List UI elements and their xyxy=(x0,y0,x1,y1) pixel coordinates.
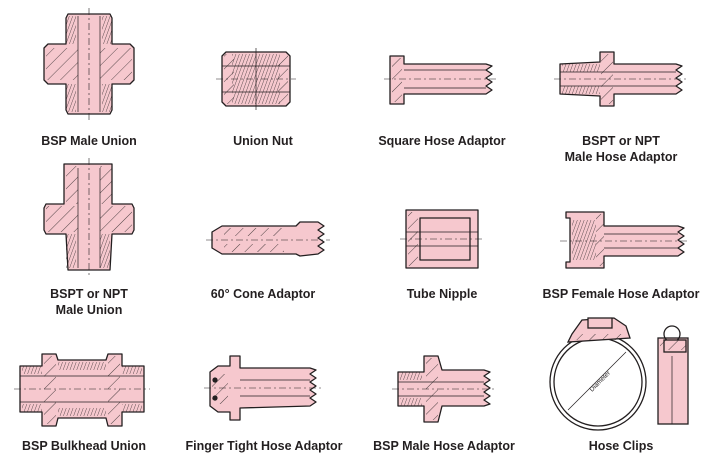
finger-tight-hose-adaptor-drawing xyxy=(204,355,322,421)
caption-bsp-male-union: BSP Male Union xyxy=(41,134,137,148)
bsp-bulkhead-union-drawing xyxy=(14,353,150,427)
caption-union-nut: Union Nut xyxy=(233,134,293,148)
bsp-male-hose-adaptor-drawing xyxy=(392,355,496,423)
bsp-female-hose-adaptor-drawing xyxy=(560,211,690,269)
bspt-male-union-drawing xyxy=(43,158,135,276)
clip-diameter-text: Diameter xyxy=(588,369,612,393)
caption-bspt-npt-male-union: BSPT or NPT Male Union xyxy=(50,287,128,317)
union-nut-drawing xyxy=(216,48,296,110)
caption-bsp-female-hose-adaptor: BSP Female Hose Adaptor xyxy=(542,287,700,301)
caption-hose-clips: Hose Clips xyxy=(588,439,654,453)
caption-bspt-npt-male-hose-adaptor: BSPT or NPT Male Hose Adaptor xyxy=(564,134,678,164)
bspt-male-hose-adaptor-drawing xyxy=(554,51,688,107)
caption-tube-nipple: Tube Nipple xyxy=(406,287,478,301)
hose-clip-front-drawing: Diameter xyxy=(549,317,647,431)
caption-square-hose-adaptor: Square Hose Adaptor xyxy=(378,134,506,148)
caption-bsp-male-hose-adaptor: BSP Male Hose Adaptor xyxy=(373,439,515,453)
square-hose-adaptor-drawing xyxy=(384,55,498,105)
bsp-male-union-drawing xyxy=(43,8,135,120)
cone-adaptor-drawing xyxy=(206,221,330,257)
tube-nipple-drawing xyxy=(400,209,484,269)
hose-clip-side-drawing xyxy=(657,325,689,425)
caption-60-cone-adaptor: 60° Cone Adaptor xyxy=(210,287,316,301)
caption-bsp-bulkhead-union: BSP Bulkhead Union xyxy=(21,439,147,453)
caption-finger-tight-hose-adaptor: Finger Tight Hose Adaptor xyxy=(185,439,343,453)
